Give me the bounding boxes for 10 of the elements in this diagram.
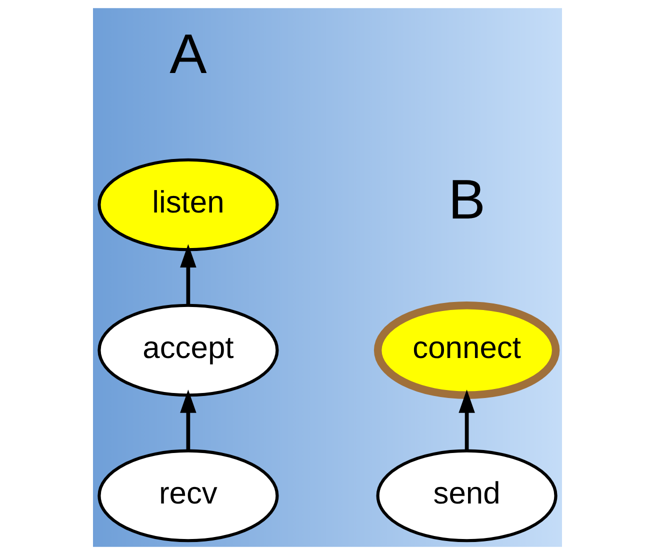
arrow (180, 244, 196, 306)
label: A (169, 22, 206, 85)
node-ellipse: recv (97, 449, 278, 542)
label: B (448, 168, 485, 230)
arrow (180, 390, 196, 451)
node-ellipse: accept (97, 304, 278, 397)
node-ellipse: connect (373, 302, 560, 399)
node-ellipse: send (376, 449, 557, 542)
arrow (458, 390, 474, 451)
node-ellipse: listen (97, 158, 278, 252)
